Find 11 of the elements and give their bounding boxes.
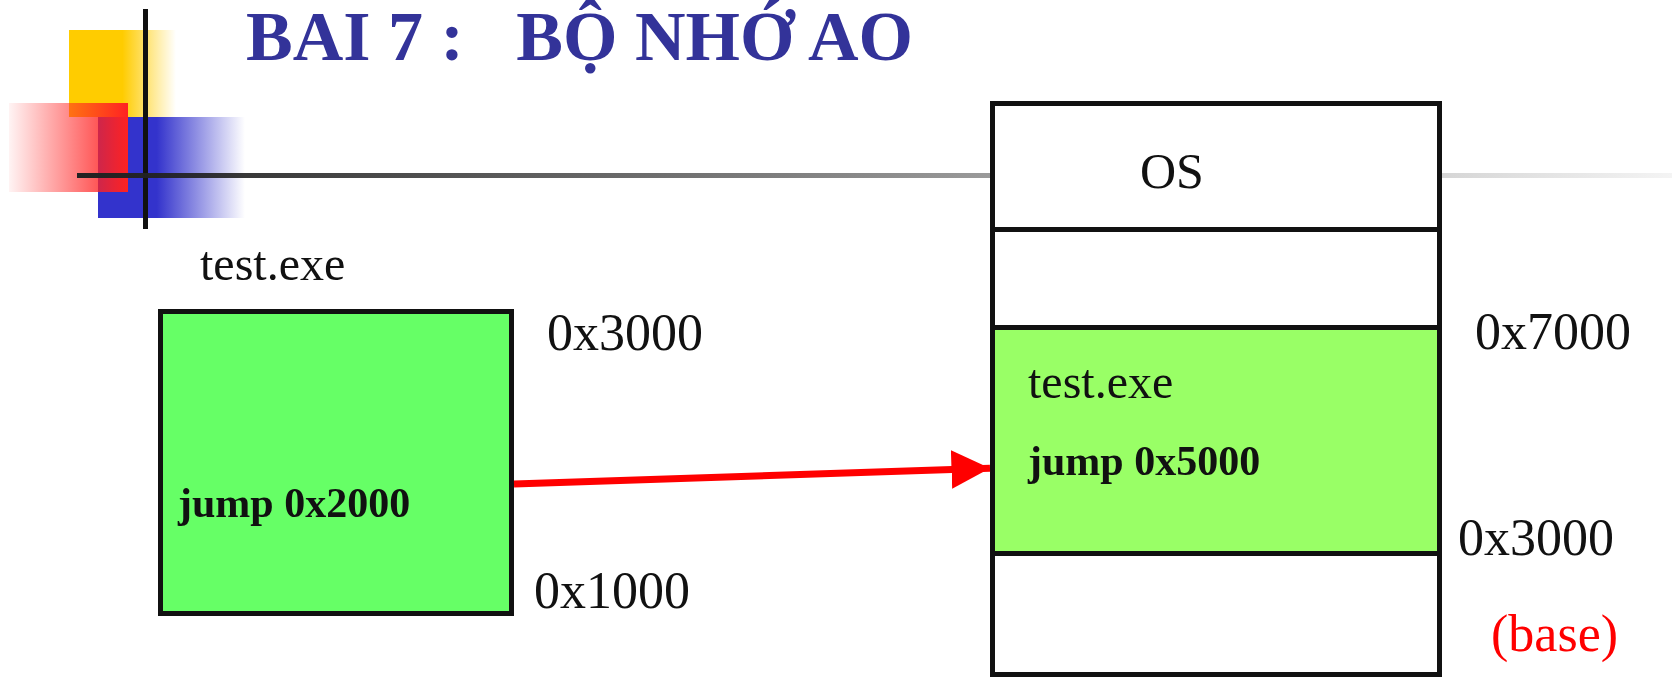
address-label: (base) [1491,608,1619,660]
arrow [513,450,991,489]
instruction-text: jump 0x5000 [1028,440,1261,482]
address-label: 0x1000 [534,565,690,617]
address-label: 0x3000 [547,307,703,359]
instruction-text: jump 0x2000 [178,482,411,524]
block-label: OS [1140,146,1204,196]
block-label: test.exe [200,240,346,288]
address-label: 0x3000 [1458,512,1614,564]
block-label: test.exe [1028,358,1174,406]
address-label: 0x7000 [1475,306,1631,358]
